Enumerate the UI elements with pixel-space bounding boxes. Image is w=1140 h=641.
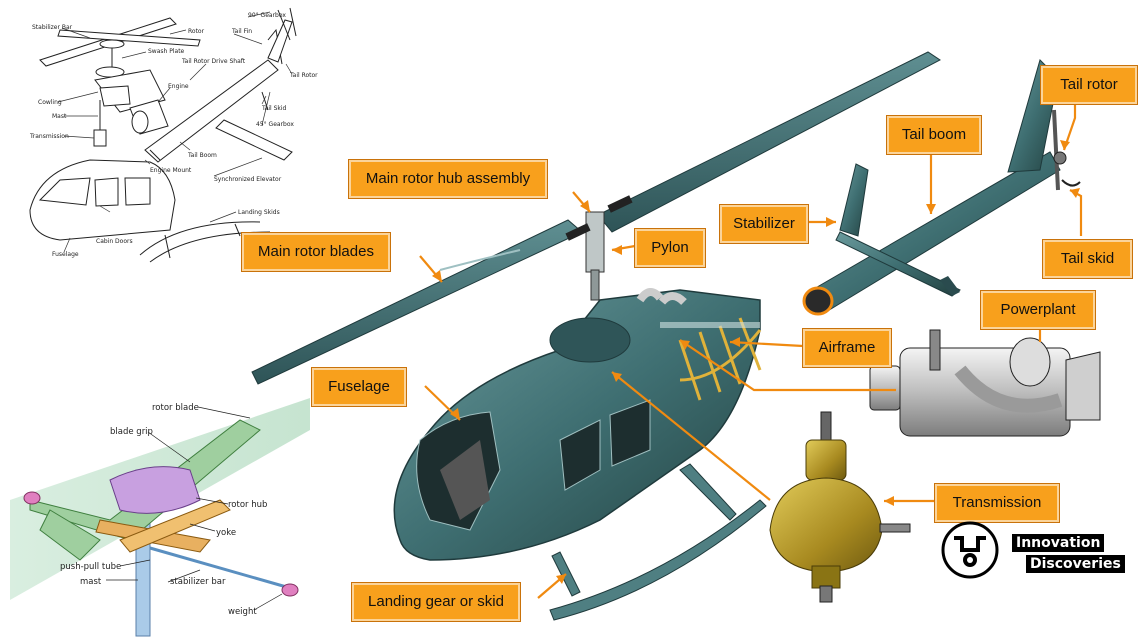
exploded-label-engine-mount: Engine Mount	[150, 167, 192, 174]
exploded-label-fuselage: Fuselage	[52, 251, 79, 258]
exploded-label-tail-fin: Tail Fin	[231, 28, 252, 35]
hub-label-push-pull-tube: push-pull tube	[60, 562, 121, 572]
label-main-rotor-hub-assembly: Main rotor hub assembly	[349, 160, 547, 198]
label-tail-skid: Tail skid	[1043, 240, 1132, 278]
hub-label-rotor-hub: rotor hub	[228, 500, 267, 510]
hub-label-mast: mast	[80, 577, 102, 587]
label-fuselage: Fuselage	[312, 368, 406, 406]
hub-label-weight: weight	[228, 607, 257, 617]
exploded-label-stabilizer-bar: Stabilizer Bar	[32, 24, 73, 31]
hub-label-stabilizer-bar: stabilizer bar	[170, 577, 226, 587]
exploded-label-swash-plate: Swash Plate	[148, 48, 185, 55]
exploded-labels: Stabilizer Bar Rotor Swash Plate 90° Gea…	[29, 12, 318, 258]
hub-detail-illustration	[10, 398, 310, 637]
exploded-label-tail-boom: Tail Boom	[187, 152, 217, 159]
exploded-label-transmission: Transmission	[29, 133, 69, 140]
exploded-label-tail-rotor-drive-shaft: Tail Rotor Drive Shaft	[181, 58, 246, 65]
exploded-label-engine: Engine	[168, 83, 189, 90]
logo-emblem-icon	[941, 521, 999, 579]
powerplant-engine	[869, 329, 1101, 437]
exploded-line-drawing	[29, 7, 297, 263]
label-stabilizer: Stabilizer	[720, 205, 808, 243]
exploded-label-synchronized-elevator: Synchronized Elevator	[214, 176, 282, 183]
hub-label-blade-grip: blade grip	[110, 427, 153, 437]
innovation-discoveries-logo: Innovation Discoveries	[940, 520, 1135, 580]
label-tail-boom: Tail boom	[887, 116, 981, 154]
label-landing-gear-or-skid: Landing gear or skid	[352, 583, 520, 621]
hub-label-rotor-blade: rotor blade	[152, 403, 199, 413]
logo-text-innovation: Innovation	[1012, 534, 1105, 552]
logo-text-discoveries: Discoveries	[1026, 555, 1125, 573]
rotor-hub-mast	[565, 195, 633, 301]
exploded-label-rotor: Rotor	[188, 28, 205, 35]
label-tail-rotor: Tail rotor	[1041, 66, 1137, 104]
hub-label-yoke: yoke	[216, 528, 236, 538]
label-powerplant: Powerplant	[981, 291, 1095, 329]
main-rotor-blades	[251, 51, 941, 385]
exploded-label-landing-skids: Landing Skids	[238, 209, 280, 216]
label-main-rotor-blades: Main rotor blades	[242, 233, 390, 271]
fuselage-body	[393, 288, 762, 561]
exploded-label-tail-rotor: Tail Rotor	[289, 72, 318, 79]
exploded-label-90-gearbox: 90° Gearbox	[248, 12, 286, 19]
exploded-label-mast: Mast	[52, 113, 67, 120]
label-transmission: Transmission	[935, 484, 1059, 522]
exploded-label-45-gearbox: 45° Gearbox	[256, 121, 294, 128]
label-pylon: Pylon	[635, 229, 705, 267]
hub-detail-labels: rotor blade blade grip rotor hub yoke pu…	[60, 403, 267, 617]
transmission-gearbox	[769, 411, 911, 603]
exploded-label-cabin-doors: Cabin Doors	[96, 238, 133, 245]
arrowheads	[432, 140, 1080, 584]
label-airframe: Airframe	[803, 329, 891, 367]
exploded-label-tail-skid: Tail Skid	[261, 105, 287, 112]
exploded-label-cowling: Cowling	[38, 99, 62, 106]
